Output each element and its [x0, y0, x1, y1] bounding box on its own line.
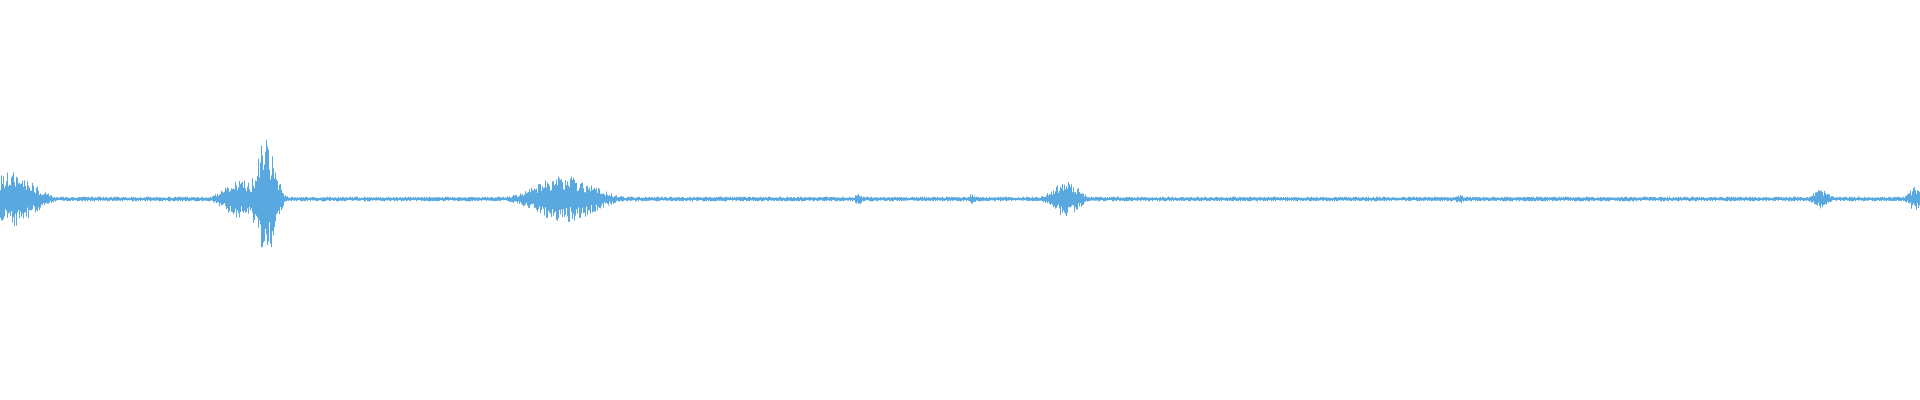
waveform-samples [0, 139, 1920, 248]
waveform-path [0, 139, 1920, 248]
